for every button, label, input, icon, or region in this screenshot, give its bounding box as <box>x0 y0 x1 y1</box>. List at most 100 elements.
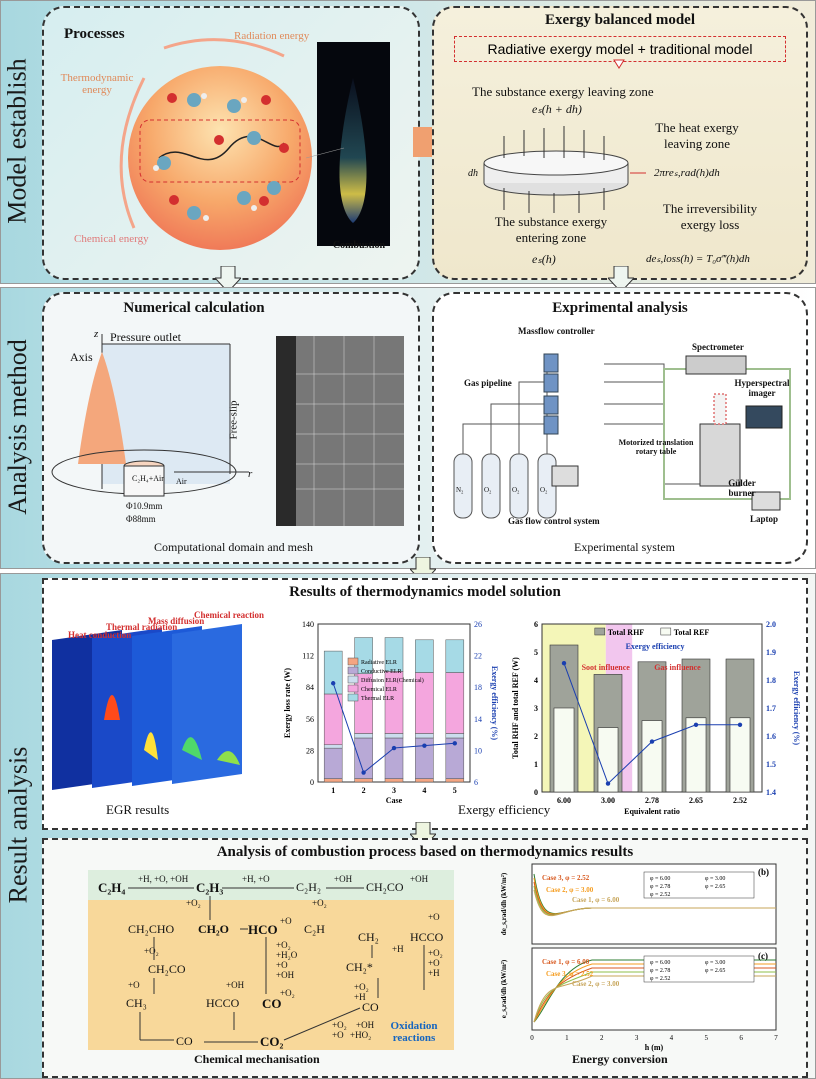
sp-c2h2: C₂H₂ <box>296 880 322 894</box>
ytick-label: 56 <box>306 715 314 724</box>
bar-segment <box>384 637 404 672</box>
legend-label: φ = 2.52 <box>650 892 670 898</box>
series-curve <box>533 889 776 917</box>
radiation-label: Radiation energy <box>234 30 310 42</box>
legend-label: Diffusion ELR(Chemical) <box>361 677 424 684</box>
rx-r17: +H <box>428 968 440 978</box>
case-label: Case 2, φ = 3.00 <box>546 886 594 894</box>
rx-r26: +HO₂ <box>350 1030 372 1040</box>
analysis-panel: Analysis of combustion process based on … <box>42 838 808 1078</box>
bar-segment <box>415 733 434 739</box>
xtick-label: 5 <box>705 1034 709 1042</box>
processes-panel: Processes Radiation energy Thermodynamic… <box>42 6 420 280</box>
efficiency-point <box>422 743 427 748</box>
process-sphere <box>119 38 390 250</box>
cyl-2: O₂ <box>484 486 492 494</box>
leaving-eq: eₛ(h + dh) <box>532 102 582 116</box>
legend-swatch <box>347 657 359 666</box>
exergy-panel: Exergy balanced model Radiative exergy m… <box>432 6 808 280</box>
xtick-label: 6.00 <box>557 796 571 805</box>
efficiency-point <box>361 770 366 775</box>
legend-box <box>643 871 755 899</box>
y2tick-label: 1.4 <box>766 788 776 797</box>
ref-bar <box>641 720 663 793</box>
bar-segment <box>323 747 343 779</box>
laptop-label: Laptop <box>750 514 779 524</box>
case-label: Case 3, φ = 2.52 <box>542 874 590 882</box>
irr-eq: deₛ,loss(h) = T₀σ‴(h)dh <box>646 253 750 265</box>
side-label-model: Model establish <box>3 58 32 224</box>
ytick-label: 5 <box>534 648 538 657</box>
xtick-label: 1 <box>565 1034 569 1042</box>
legend-label: Chemical ELR <box>361 687 397 693</box>
efficiency-point <box>391 745 397 751</box>
oxidation-label: Oxidation reactions <box>390 1020 438 1044</box>
y-axis-label: Exergy loss rate (W) <box>283 668 292 738</box>
y2tick-label: 1.8 <box>766 676 776 685</box>
layer-4: Chemical reaction <box>194 610 265 620</box>
xtick-label: 6 <box>739 1034 743 1042</box>
panel-label: (b) <box>758 867 769 877</box>
y2tick-label: 22 <box>474 652 482 661</box>
sp-ch2: CH₂ <box>358 930 379 944</box>
rx-r22: +O₂ <box>280 988 295 998</box>
legend-label: φ = 2.52 <box>650 976 670 982</box>
mechanism-arrows <box>128 887 425 1043</box>
y2tick-label: 1.5 <box>766 760 776 769</box>
analysis-title: Analysis of combustion process based on … <box>216 844 634 860</box>
rx-r6: +O₂ <box>312 898 327 908</box>
sp-ch2s: CH₂* <box>346 960 373 974</box>
diameter-2: Φ88mm <box>126 514 156 524</box>
xtick-label: 2 <box>600 1034 604 1042</box>
results-title: Results of thermodynamics model solution <box>289 584 561 600</box>
chemical-label: Chemical energy <box>74 233 149 245</box>
sp-co-3: CO <box>362 1000 379 1014</box>
rx-r1: +H, +O, +OH <box>138 874 189 884</box>
case-label: Case 2, φ = 3.00 <box>572 980 620 988</box>
experimental-setup <box>453 353 791 519</box>
y-axis-label: Total RHF and total REF (W) <box>511 657 520 759</box>
bar-segment <box>445 778 465 783</box>
rx-r24: +OH <box>356 1020 375 1030</box>
y2tick-label: 10 <box>474 746 482 755</box>
legend-swatch <box>347 666 359 675</box>
rx-r12: +H₂O <box>276 950 298 960</box>
legend-label: φ = 2.78 <box>650 884 670 890</box>
sp-hco: HCO <box>248 922 278 937</box>
xtick-label: 0 <box>530 1034 534 1042</box>
ytick-label: 0 <box>310 778 314 787</box>
legend-label: φ = 3.00 <box>705 876 725 882</box>
ytick-label: 4 <box>534 676 538 685</box>
egr-caption: EGR results <box>106 802 170 817</box>
bar-segment <box>323 650 343 695</box>
legend-label: φ = 6.00 <box>650 960 670 966</box>
entering-eq: eₛ(h) <box>532 252 556 266</box>
legend-label: φ = 2.65 <box>705 968 725 974</box>
rx-r8: +O₂ <box>144 946 159 956</box>
legend-line-label: Exergy efficiency <box>626 642 685 651</box>
mech-caption: Chemical mechanisation <box>194 1052 320 1066</box>
legend-label: φ = 6.00 <box>650 876 670 882</box>
numerical-panel: Numerical calculation z Pressure outlet … <box>42 292 420 564</box>
series-curve <box>533 975 776 1023</box>
ytick-label: 112 <box>302 652 314 661</box>
mfc-label: Massflow controller <box>518 326 595 336</box>
sp-ch2co-2: CH₂CO <box>148 962 186 976</box>
combustion-caption: Combustion <box>332 240 386 251</box>
energy-conversion-plots: (b)de_s,rad/dh (kW/m²)Case 3, φ = 2.52Ca… <box>500 863 778 1052</box>
y2tick-label: 1.9 <box>766 648 776 657</box>
ref-bar <box>685 717 707 793</box>
x-axis-label: h (m) <box>645 1043 664 1052</box>
sp-hcco-2: HCCO <box>206 996 240 1010</box>
case-label: Case 1, φ = 6.00 <box>572 896 620 904</box>
rx-r15: +O₂ <box>428 948 443 958</box>
xtick-label: 3 <box>635 1034 639 1042</box>
xtick-label: 2.65 <box>689 796 703 805</box>
rx-r20: +OH <box>226 980 245 990</box>
bar-segment <box>323 778 343 783</box>
rx-r2: +H, +O <box>242 874 270 884</box>
sp-c2h: C₂H <box>304 922 325 936</box>
numerical-title: Numerical calculation <box>123 300 265 316</box>
layer-2: Thermal radiation <box>106 622 178 632</box>
gulder-label: Gülder burner <box>728 478 756 498</box>
